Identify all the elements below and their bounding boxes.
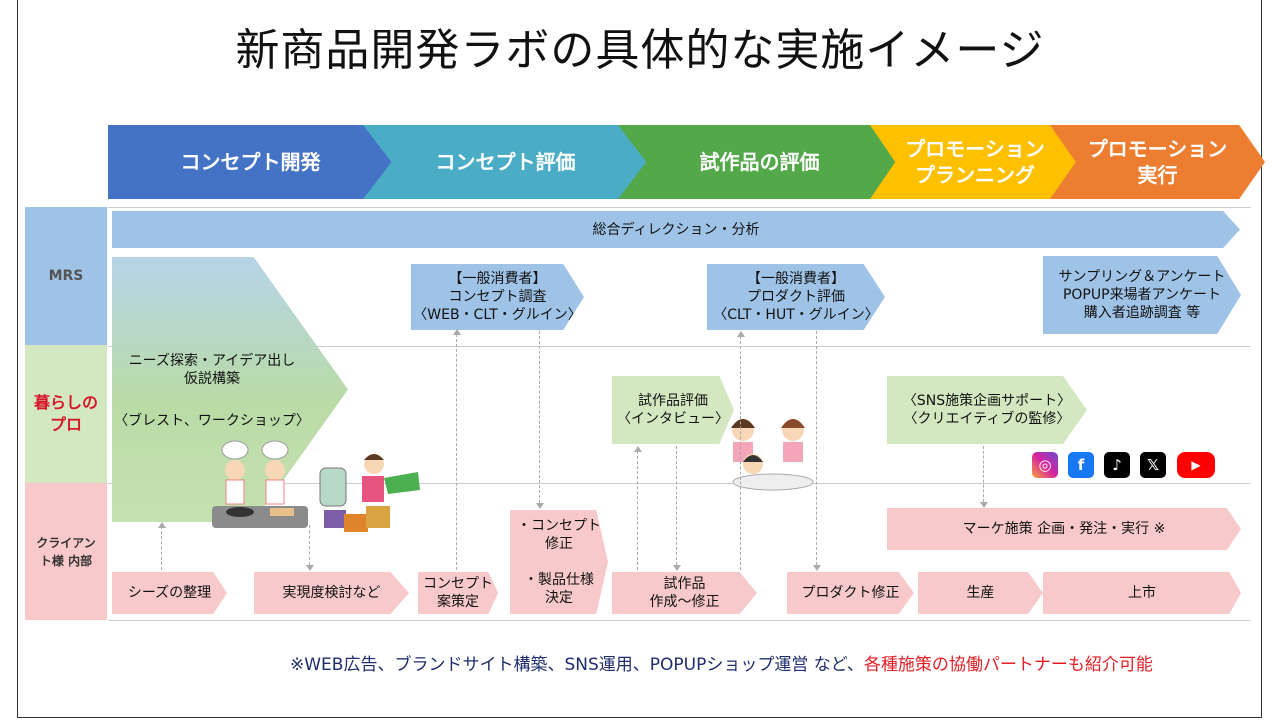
interview-illustration [731,419,814,491]
shopping-illustration [319,454,420,532]
feasibility-arrow: 実現度検討など [254,572,409,614]
footnote-main: ※WEB広告、ブランドサイト構築、SNS運用、POPUPショップ運営 など、 [290,655,864,675]
brainstorm-text: 〈ブレスト、ワークショップ〉 [114,413,310,429]
connector-feasibility-head [306,565,314,571]
connector-concept-draft [456,334,457,570]
phase-concept-development: コンセプト開発 [108,125,393,199]
row-label-kurashi: 暮らしの プロ [25,345,107,483]
connector-seeds [161,526,162,570]
slide-frame [17,0,1262,718]
page-title: 新商品開発ラボの具体的な実施イメージ [235,25,1045,76]
band-client [108,483,1251,621]
connector-revise-head [536,503,544,509]
production-arrow: 生産 [918,572,1043,614]
connector-product-eval-up [740,336,741,570]
prototype-eval-arrow: 試作品評価 〈インタビュー〉 [612,376,734,444]
prototype-arrow: 試作品 作成～修正 [612,572,757,614]
revise-arrow: ・コンセプト 修正 ・製品仕様 決定 [510,510,608,614]
connector-prototype-up [637,451,638,570]
product-fix-arrow: プロダクト修正 [787,572,914,614]
connector-sns [983,446,984,502]
youtube-icon: ▶ [1177,452,1215,478]
connector-revise [539,331,540,503]
cooking-illustration [212,440,308,528]
direction-arrow: 総合ディレクション・分析 [112,211,1240,248]
band-kurashi [108,345,1251,484]
x-icon: 𝕏 [1140,452,1166,478]
connector-product-eval-down [816,331,817,565]
needs-text: ニーズ探索・アイデア出し 仮説構築 [128,353,296,387]
facebook-icon: f [1068,452,1094,478]
connector-concept-draft-head [453,329,461,335]
concept-draft-arrow: コンセプト 案策定 [418,572,498,614]
connector-prototype-down-head [673,565,681,571]
band-mrs [108,207,1251,347]
footnote: ※WEB広告、ブランドサイト構築、SNS運用、POPUPショップ運営 など、各種… [290,650,1153,675]
footnote-highlight: 各種施策の協働パートナーも紹介可能 [863,655,1153,675]
concept-survey-arrow: 【一般消費者】 コンセプト調査 〈WEB・CLT・グルイン〉 [411,264,584,330]
phase-promotion-execution: プロモーション 実行 [1050,125,1265,199]
row-label-client: クライアン ト様 内部 [25,483,107,620]
tiktok-icon: ♪ [1104,452,1130,478]
sns-support-arrow: 〈SNS施策企画サポート〉 〈クリエイティブの監修〉 [887,376,1087,444]
phase-prototype-evaluation: 試作品の評価 [618,125,901,199]
phase-concept-evaluation: コンセプト評価 [363,125,648,199]
sampling-arrow: サンプリング＆アンケート POPUP来場者アンケート 購入者追跡調査 等 [1043,256,1241,334]
connector-sns-head [980,502,988,508]
connector-product-eval-up-head [737,331,745,337]
row-label-mrs: MRS [25,207,107,345]
phase-promotion-planning: プロモーション プランニング [870,125,1080,199]
connector-product-eval-down-head [813,565,821,571]
connector-prototype-down [676,446,677,565]
instagram-icon: ◎ [1032,452,1058,478]
connector-feasibility [309,525,310,565]
connector-seeds-head [158,522,166,528]
product-eval-arrow: 【一般消費者】 プロダクト評価 〈CLT・HUT・グルイン〉 [707,264,885,330]
marketing-arrow: マーケ施策 企画・発注・実行 ※ [887,508,1241,550]
seeds-arrow: シーズの整理 [112,572,227,614]
launch-arrow: 上市 [1043,572,1241,614]
connector-prototype-up-head [634,446,642,452]
